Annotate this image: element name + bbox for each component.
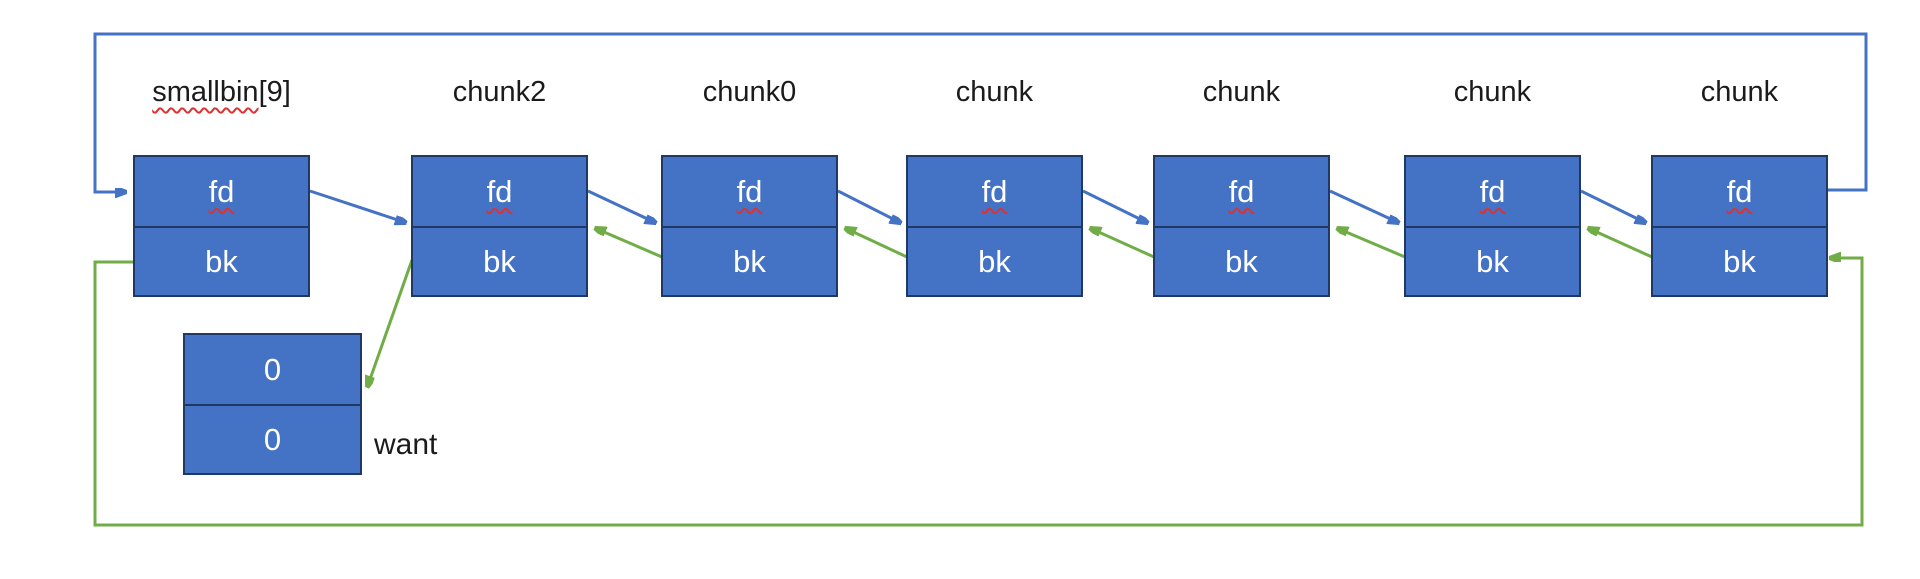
bk-loop-arrow-smallbin-to-chunk6 [93,258,1864,527]
node-chunk-4: chunk fd bk [1153,69,1330,297]
chunk-box: fd bk [133,155,310,297]
fd-cell: fd [736,173,763,209]
fd-cell: fd [1228,173,1255,209]
node-title: chunk [955,76,1034,108]
node-chunk-3: chunk fd bk [906,69,1083,297]
fd-cell: fd [486,173,513,209]
node-chunk0: chunk0 fd bk [661,69,838,297]
bk-cell: bk [1653,226,1826,295]
node-chunk-6: chunk fd bk [1651,69,1828,297]
node-title: smallbin[9] [152,76,291,108]
bk-cell: bk [908,226,1081,295]
bk-cell: bk [1406,226,1579,295]
want-label: want [374,428,438,461]
fd-arrow-chunk3-to-chunk4 [1082,189,1146,222]
bk-arrow-chunk3-to-chunk0 [847,229,908,259]
fd-cell: fd [981,173,1008,209]
node-title: chunk [1700,76,1779,108]
bk-arrow-chunk0-to-chunk2 [597,229,663,259]
bk-cell: bk [663,226,836,295]
bk-arrow-chunk5-to-chunk4 [1339,229,1406,259]
node-smallbin: smallbin[9] fd bk [133,69,310,297]
fd-arrow-chunk5-to-chunk6 [1580,189,1644,222]
chunk-box: fd bk [906,155,1083,297]
bk-arrow-chunk6-to-chunk5 [1590,229,1653,259]
node-title: chunk2 [452,76,547,108]
fd-cell: fd [208,173,235,209]
chunk-box: fd bk [1404,155,1581,297]
want-fd-cell: 0 [263,351,282,387]
bk-cell: bk [135,226,308,295]
bk-cell: bk [1155,226,1328,295]
want-box: 0 0 [183,333,362,475]
fd-arrow-smallbin-to-chunk2 [309,189,404,222]
chunk-box: fd bk [1153,155,1330,297]
fd-cell: fd [1726,173,1753,209]
chunk-box: fd bk [661,155,838,297]
node-chunk-5: chunk fd bk [1404,69,1581,297]
bk-arrow-chunk2-to-want [368,259,414,385]
bk-cell: bk [413,226,586,295]
chunk-box: fd bk [411,155,588,297]
bk-arrow-chunk4-to-chunk3 [1092,229,1155,259]
node-title: chunk [1202,76,1281,108]
fd-arrow-chunk4-to-chunk5 [1329,189,1397,222]
fd-arrow-chunk2-to-chunk0 [587,189,654,222]
want-bk-cell: 0 [185,404,360,473]
chunk-box: fd bk [1651,155,1828,297]
node-title: chunk0 [702,76,797,108]
node-title: chunk [1453,76,1532,108]
node-want: 0 0 [183,333,362,475]
fd-loop-arrow-chunk6-to-smallbin [93,32,1868,192]
node-chunk2: chunk2 fd bk [411,69,588,297]
fd-cell: fd [1479,173,1506,209]
fd-arrow-chunk0-to-chunk3 [837,189,899,222]
